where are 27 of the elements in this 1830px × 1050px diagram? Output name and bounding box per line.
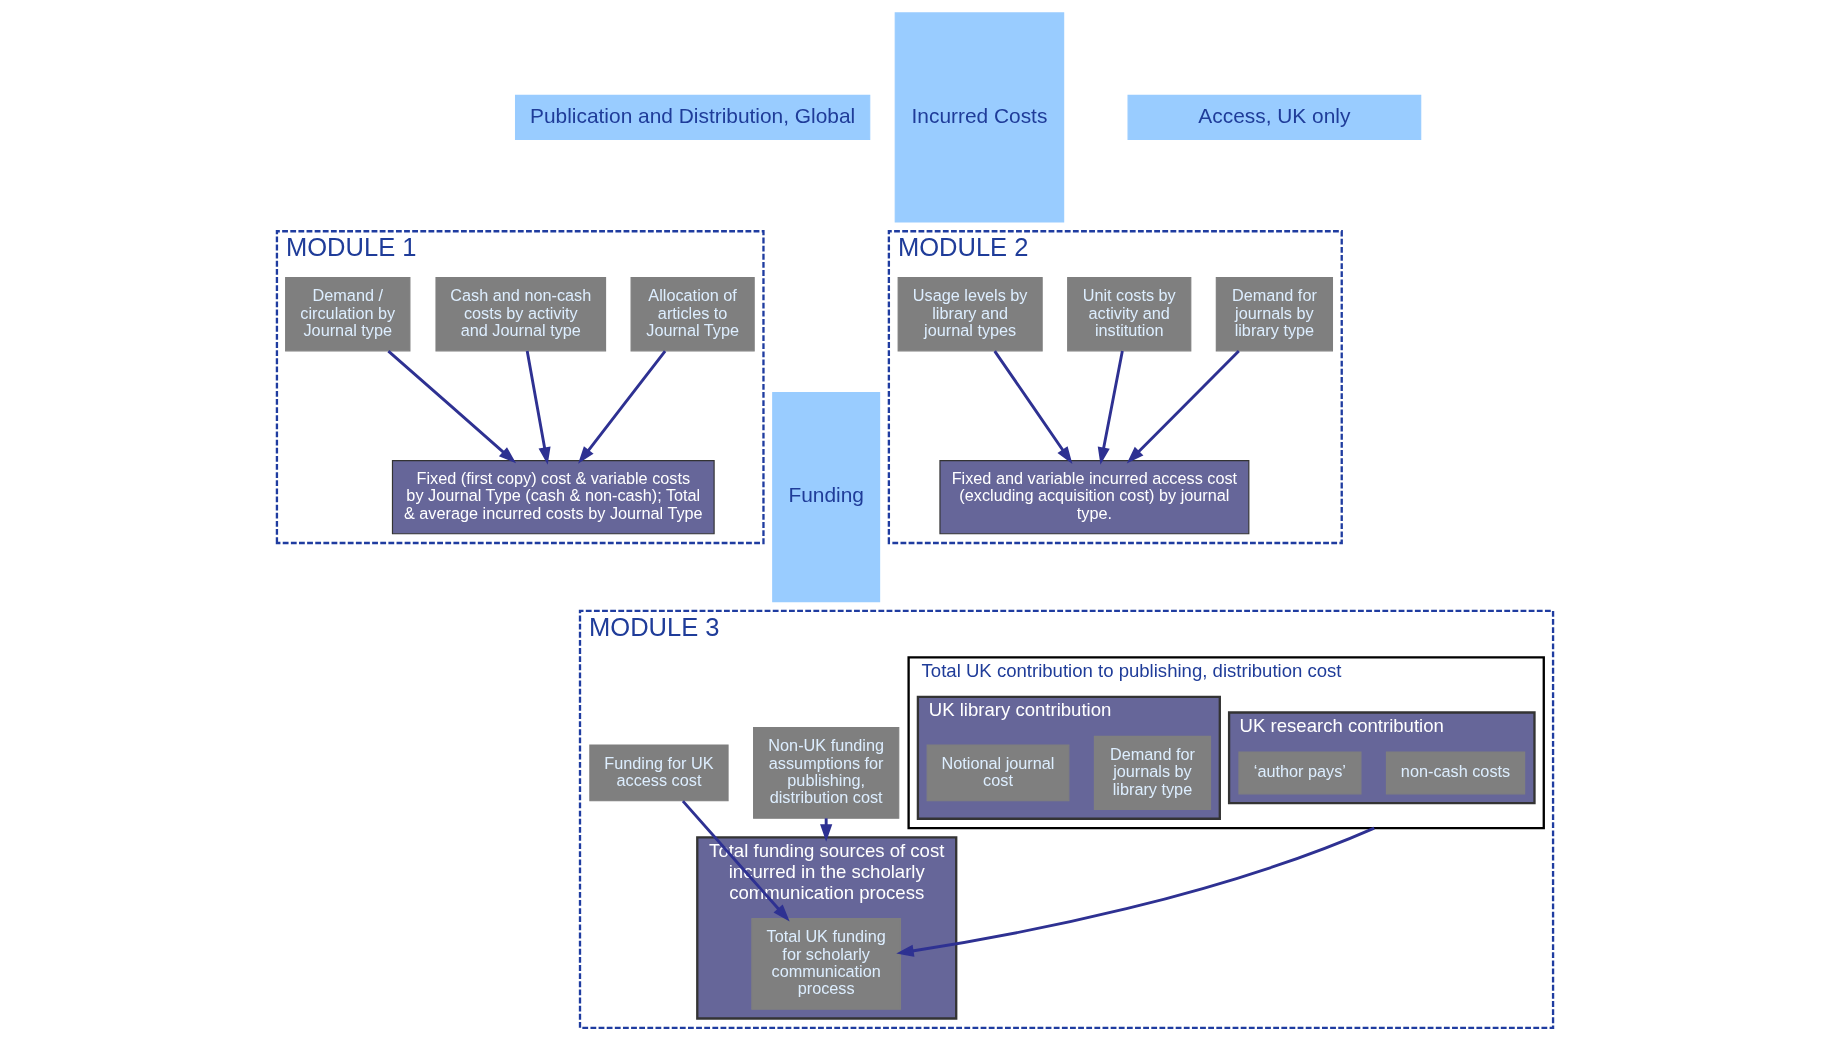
node-box: Usage levels by library and journal types	[897, 277, 1043, 352]
node-box: Fixed (first copy) cost & variable costs by Journal Type (cash & non-cash); Total & average incurred costs by Journal Type	[391, 459, 715, 535]
node-box: Unit costs by activity and institution	[1067, 277, 1192, 352]
node-box: non-cash costs	[1385, 751, 1526, 795]
node-box: Cash and non-cash costs by activity and Journal type	[435, 277, 607, 352]
node-box: Total UK funding for scholarly communication process	[751, 918, 902, 1010]
arrow	[387, 350, 517, 464]
node-box: Funding for UK access cost	[589, 744, 729, 802]
arrow	[993, 350, 1073, 464]
node-box: Fixed and variable incurred access cost (excluding acquisition cost) by journal type.	[939, 459, 1250, 535]
arrow	[1126, 350, 1240, 464]
node-box: Notional journal cost	[926, 744, 1070, 802]
node-box: ‘author pays’	[1238, 751, 1362, 795]
node-box: Allocation of articles to Journal Type	[630, 277, 755, 352]
arrow	[681, 800, 790, 922]
node-box: Funding	[772, 392, 881, 603]
arrow	[525, 350, 551, 465]
node-box: Demand for journals by library type	[1093, 735, 1212, 811]
arrow	[578, 350, 667, 464]
node-box: Incurred Costs	[894, 12, 1065, 223]
node-box: Demand / circulation by Journal type	[285, 277, 411, 352]
arrow	[896, 826, 1375, 957]
node-box: Non-UK funding assumptions for publishing, distribution cost	[753, 727, 900, 819]
node-box: Publication and Distribution, Global	[514, 94, 871, 141]
arrow	[1097, 350, 1124, 465]
node-box: Demand for journals by library type	[1215, 277, 1333, 352]
node-box: Access, UK only	[1127, 94, 1422, 141]
